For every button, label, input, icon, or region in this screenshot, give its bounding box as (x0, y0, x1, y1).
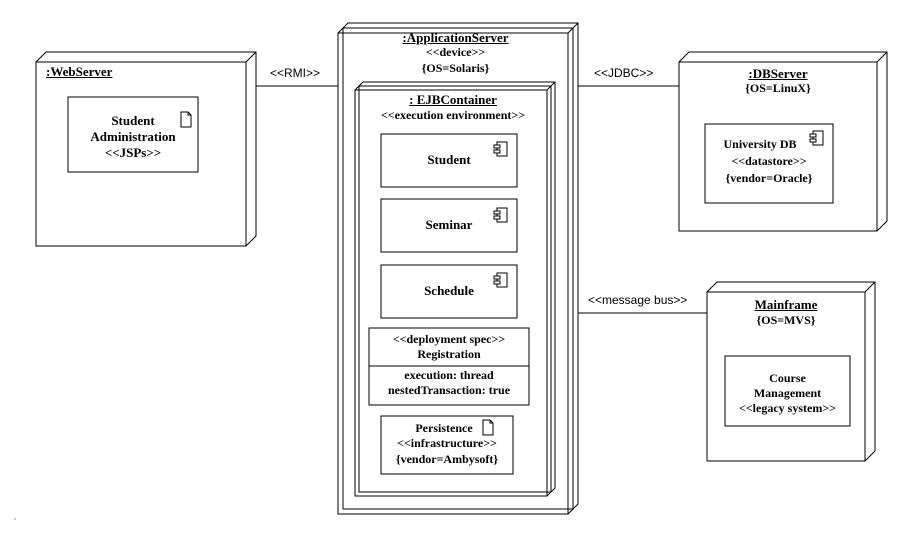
deployment-spec-prop-execution: execution: thread (404, 368, 494, 382)
dbserver-tag: {OS=LinuX} (745, 81, 811, 95)
course-management-component (724, 355, 851, 427)
seminar-component (380, 198, 518, 253)
jsps-stereotype: <<JSPs>> (104, 145, 162, 160)
mainframe-title: Mainframe (754, 297, 818, 312)
mainframe-tag: {OS=MVS} (756, 313, 816, 327)
component-icon (809, 130, 824, 146)
document-icon (482, 419, 494, 436)
dbserver-title: :DBServer (748, 66, 808, 81)
appserver-stereotype: <<device>> (425, 45, 486, 59)
legacy-system-stereotype: <<legacy system>> (739, 401, 836, 415)
student-component-label: Student (427, 152, 471, 167)
persistence-stereotype: <<infrastructure>> (397, 436, 497, 450)
student-administration-artifact (67, 96, 199, 173)
rmi-label: <<RMI>> (268, 66, 323, 80)
document-icon (180, 111, 192, 128)
appserver-title: :ApplicationServer (402, 30, 509, 45)
message-bus-label: <<message bus>> (586, 293, 690, 307)
datastore-stereotype: <<datastore>> (731, 154, 807, 168)
persistence-name: Persistence (415, 421, 473, 435)
jdbc-label: <<JDBC>> (592, 66, 656, 80)
schedule-component-label: Schedule (424, 283, 474, 298)
student-component (380, 133, 518, 188)
component-icon (493, 272, 508, 288)
schedule-component (380, 264, 518, 319)
component-icon (493, 207, 508, 223)
component-icon (493, 141, 508, 157)
webserver-title: :WebServer (46, 64, 113, 79)
course-management-line1: Course (769, 371, 806, 385)
persistence-tag: {vendor=Ambysoft} (395, 452, 499, 466)
vendor-oracle-tag: {vendor=Oracle} (725, 171, 813, 185)
ejbcontainer-stereotype: <<execution environment>> (380, 108, 526, 122)
deployment-spec-name: Registration (417, 347, 481, 361)
university-db-label: University DB (723, 137, 797, 151)
deployment-spec-stereotype: <<deployment spec>> (392, 332, 506, 346)
course-management-line2: Management (753, 386, 822, 400)
appserver-tag: {OS=Solaris} (421, 61, 490, 75)
student-administration-line1: Student (111, 113, 155, 128)
ejbcontainer-title: : EJBContainer (409, 92, 497, 107)
student-administration-line2: Administration (90, 129, 176, 144)
deployment-spec-prop-nested: nestedTransaction: true (387, 383, 511, 397)
seminar-component-label: Seminar (425, 217, 473, 232)
